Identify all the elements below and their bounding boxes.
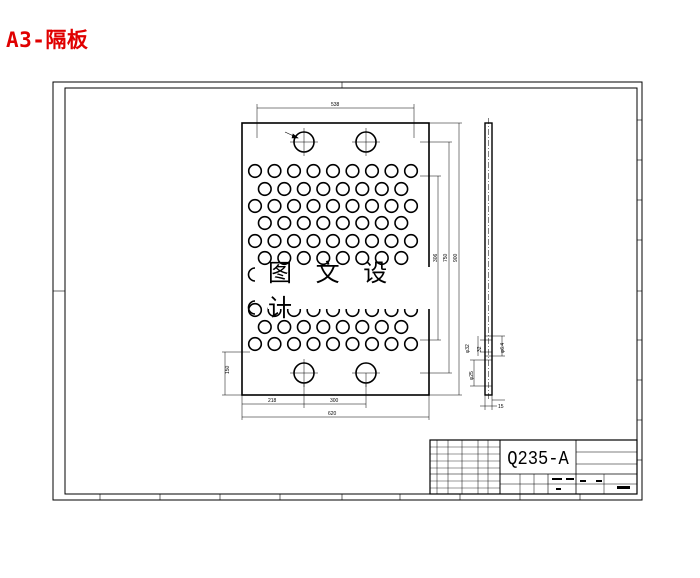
- perforation-hole: [355, 181, 370, 197]
- perforation-hole: [355, 215, 370, 231]
- perforation-hole: [286, 198, 302, 214]
- perforation-hole: [296, 215, 311, 231]
- perforation-hole: [267, 163, 282, 179]
- perforation-hole: [277, 250, 292, 266]
- perforation-hole: [316, 250, 331, 266]
- perforation-hole: [306, 163, 321, 179]
- side-dimension-a: φ32: [465, 344, 471, 353]
- perforation-hole: [384, 198, 399, 214]
- dimension-left-label: 150: [225, 365, 231, 374]
- dimension-left: [222, 351, 250, 396]
- dimension-top-label: 538: [331, 102, 340, 108]
- side-dimension-d: φ6.4: [500, 343, 506, 353]
- material-label: Q235-A: [507, 448, 569, 470]
- edge-half-holes: [247, 267, 256, 315]
- perforation-hole: [296, 319, 311, 335]
- perforation-hole: [247, 163, 263, 179]
- perforation-hole: [267, 198, 282, 214]
- dimension-bottom-mid: 300: [330, 398, 339, 404]
- perforation-hole: [394, 215, 409, 231]
- perforation-hole: [306, 198, 321, 214]
- perforation-hole: [296, 181, 311, 197]
- perforation-hole: [345, 163, 360, 179]
- perforation-hole: [384, 336, 399, 352]
- dimension-right-inner-1: 306: [433, 253, 439, 262]
- perforation-hole: [286, 336, 302, 352]
- perforation-hole: [335, 319, 350, 335]
- perforation-hole: [364, 233, 380, 249]
- perforation-hole: [316, 215, 331, 231]
- perforation-hole: [364, 163, 380, 179]
- perforation-hole: [335, 215, 350, 231]
- perforation-hole: [306, 336, 321, 352]
- perforation-hole: [286, 163, 302, 179]
- perforation-hole: [394, 181, 409, 197]
- perforation-hole: [335, 250, 350, 266]
- perforation-hole: [267, 233, 282, 249]
- perforation-hole: [374, 250, 389, 266]
- perforation-hole: [374, 181, 389, 197]
- side-dimension-c: 32: [477, 346, 483, 352]
- dimension-right: [420, 122, 462, 396]
- perforation-hole: [364, 198, 380, 214]
- perforation-hole: [325, 163, 341, 179]
- perforation-hole: [247, 336, 263, 352]
- dimension-bottom: [241, 383, 430, 420]
- zone-marks: [53, 82, 642, 500]
- perforation-hole: [277, 215, 292, 231]
- perforation-hole: [257, 319, 272, 335]
- perforation-hole: [267, 336, 282, 352]
- perforation-hole: [345, 198, 360, 214]
- perforation-hole: [325, 336, 341, 352]
- perforation-hole: [345, 233, 360, 249]
- center-marks: [290, 128, 380, 387]
- perforation-hole: [286, 233, 302, 249]
- perforation-hole: [335, 181, 350, 197]
- title-block: [429, 439, 638, 495]
- dimension-top: [256, 104, 415, 138]
- plate-outline: [241, 122, 430, 396]
- perforation-hole: [257, 250, 272, 266]
- perforation-hole: [316, 181, 331, 197]
- perforation-hole: [364, 336, 380, 352]
- perforation-hole: [403, 336, 419, 352]
- perforation-hole: [325, 233, 341, 249]
- dimension-right-overall: 900: [453, 253, 459, 262]
- side-view-details: [470, 118, 505, 410]
- perforation-hole: [394, 319, 409, 335]
- perforation-hole: [316, 319, 331, 335]
- hole-leader: [284, 131, 299, 139]
- perforation-hole: [296, 250, 311, 266]
- perforation-hole: [384, 233, 399, 249]
- perforation-hole: [306, 233, 321, 249]
- perforation-hole: [394, 250, 409, 266]
- perforation-hole: [403, 198, 419, 214]
- perforation-hole: [345, 336, 360, 352]
- side-dimension-thickness: 15: [498, 404, 504, 410]
- title-block-marks: [552, 478, 630, 490]
- page-heading: A3-隔板: [6, 28, 89, 52]
- dimension-right-inner-2: 750: [443, 253, 449, 262]
- perforation-hole: [257, 181, 272, 197]
- perforation-hole: [355, 319, 370, 335]
- perforation-hole: [384, 163, 399, 179]
- side-dimension-b: φ25: [469, 371, 475, 380]
- dimension-bottom-overall: 620: [328, 411, 337, 417]
- perforation-hole: [374, 215, 389, 231]
- dimension-bottom-left: 218: [268, 398, 277, 404]
- perforation-hole: [247, 198, 263, 214]
- perforation-hole: [374, 319, 389, 335]
- perforation-hole: [277, 319, 292, 335]
- perforation-hole: [403, 233, 419, 249]
- perforation-hole: [257, 215, 272, 231]
- perforation-hole: [325, 198, 341, 214]
- perforation-hole: [355, 250, 370, 266]
- perforation-hole: [277, 181, 292, 197]
- perforation-hole: [247, 233, 263, 249]
- watermark: 图 文 设 计: [268, 259, 434, 322]
- perforation-hole: [403, 163, 419, 179]
